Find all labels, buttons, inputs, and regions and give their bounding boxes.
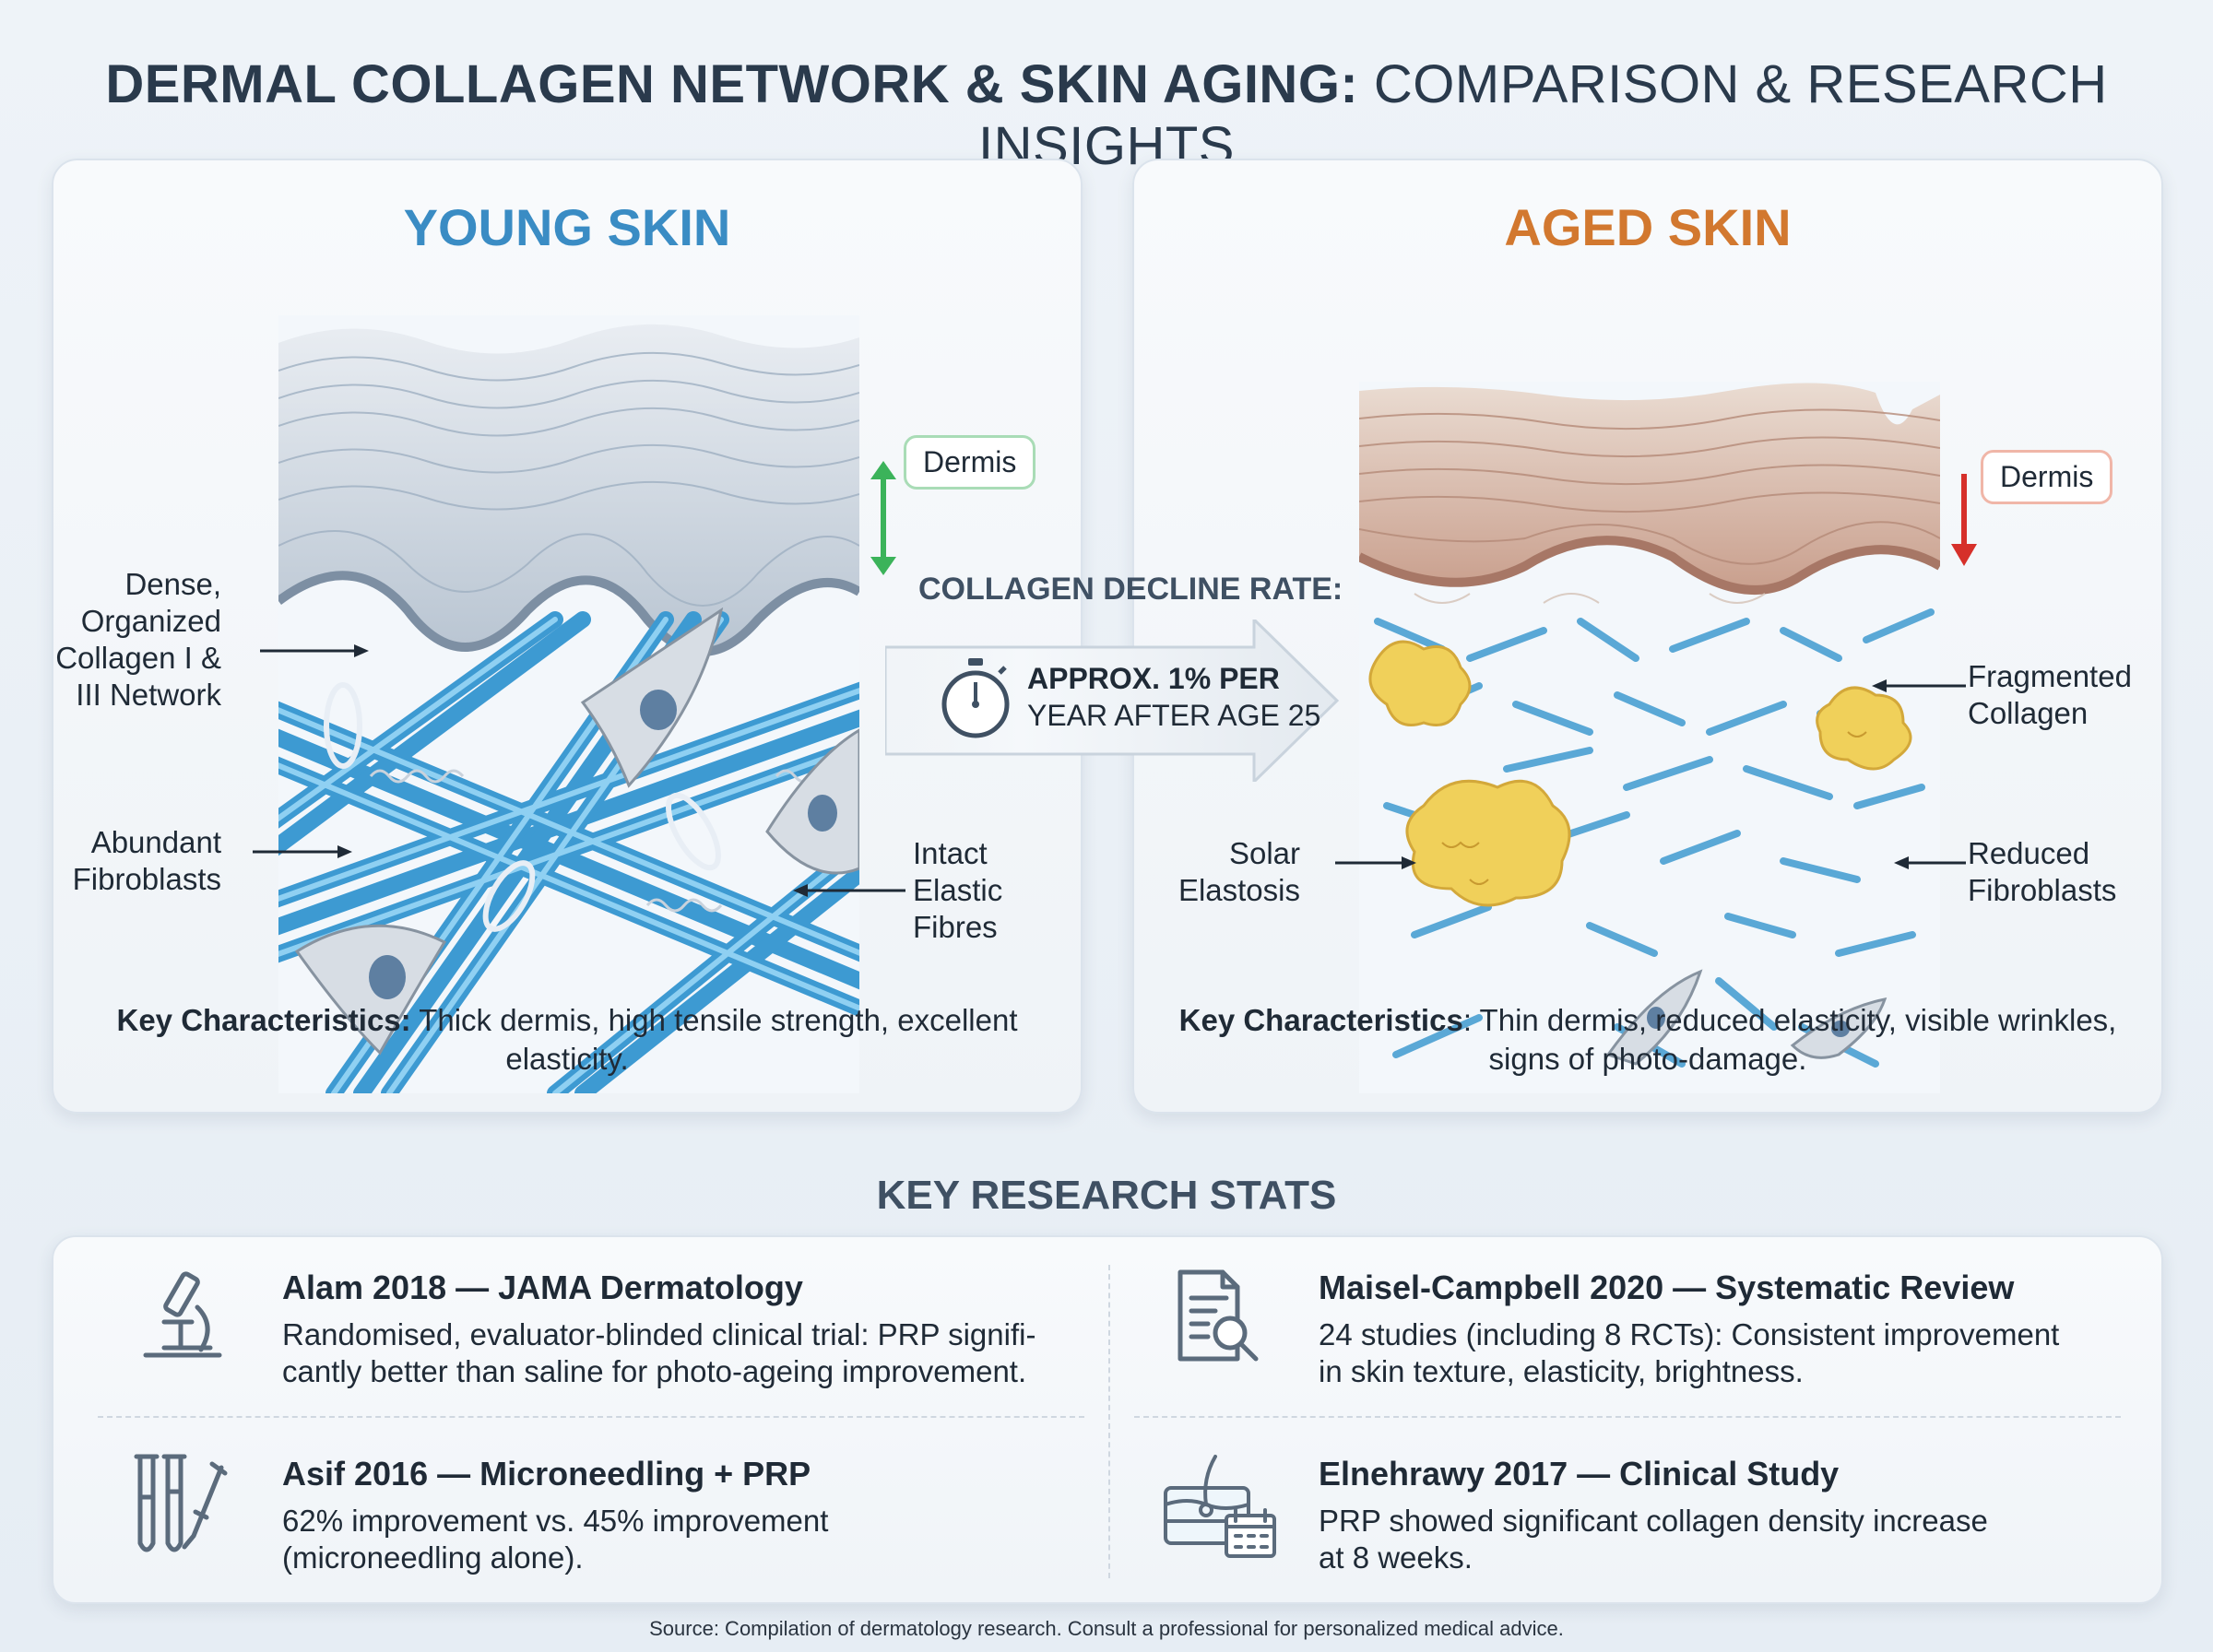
- stat-title: Asif 2016 — Microneedling + PRP: [282, 1455, 811, 1493]
- skin-calendar-icon: [1164, 1455, 1276, 1558]
- title-light: COMPARISON & RESEARCH INSIGHTS: [978, 54, 2108, 176]
- page-title: DERMAL COLLAGEN NETWORK & SKIN AGING: CO…: [0, 53, 2213, 177]
- label-reduced-fibroblasts: Reduced Fibroblasts: [1968, 836, 2117, 907]
- aged-key-characteristics: Key Characteristics: Thin dermis, reduce…: [1171, 1001, 2124, 1079]
- label-elastic-fibres: Intact Elastic Fibres: [913, 836, 1003, 944]
- young-key-characteristics: Key Characteristics: Thick dermis, high …: [90, 1001, 1044, 1079]
- dermis-thinning-arrow-icon: [1951, 474, 1977, 566]
- title-strong: DERMAL COLLAGEN NETWORK & SKIN AGING:: [105, 54, 1359, 114]
- stat-title: Elnehrawy 2017 — Clinical Study: [1319, 1455, 1840, 1493]
- young-skin-illustration: [278, 315, 859, 1093]
- stat-body: 24 studies (including 8 RCTs): Consisten…: [1319, 1317, 2060, 1388]
- stat-title: Maisel-Campbell 2020 — Systematic Review: [1319, 1268, 2015, 1306]
- document-search-icon: [1178, 1269, 1259, 1362]
- test-tubes-icon: [134, 1454, 228, 1552]
- aged-skin-panel: AGED SKIN: [1132, 159, 2163, 1114]
- aged-skin-title: AGED SKIN: [1504, 198, 1792, 256]
- young-key-text: Thick dermis, high tensile strength, exc…: [410, 1003, 1018, 1076]
- young-skin-panel: YOUNG SKIN: [52, 159, 1083, 1114]
- aged-key-text: : Thin dermis, reduced elasticity, visib…: [1462, 1003, 2117, 1076]
- stat-maisel-campbell-2020: Maisel-Campbell 2020 — Systematic Review…: [1319, 1268, 2130, 1390]
- arrow-solar-icon: [1335, 856, 1416, 869]
- young-key-label: Key Characteristics:: [116, 1003, 411, 1037]
- research-stats-title: KEY RESEARCH STATS: [876, 1173, 1337, 1218]
- decline-line2: YEAR AFTER AGE 25: [1027, 699, 1321, 732]
- divider: [1134, 1416, 2121, 1418]
- reduced-fibroblast-cells: [1605, 969, 1888, 1066]
- stopwatch-icon: [941, 658, 1010, 738]
- stat-body: Randomised, evaluator-blinded clinical t…: [282, 1317, 1036, 1388]
- aged-key-label: Key Characteristics: [1178, 1003, 1463, 1037]
- dermis-thickness-arrow-icon: [870, 461, 896, 575]
- aged-dermis-tag: Dermis: [1981, 450, 2113, 504]
- stat-title: Alam 2018 — JAMA Dermatology: [282, 1268, 803, 1306]
- decline-rate-text: APPROX. 1% PER YEAR AFTER AGE 25: [1027, 660, 1320, 734]
- stat-body: PRP showed significant collagen density …: [1319, 1504, 1988, 1575]
- arrow-fragmented-icon: [1872, 679, 1966, 692]
- divider: [1108, 1265, 1110, 1578]
- collagen-decline-title: COLLAGEN DECLINE RATE:: [918, 572, 1343, 607]
- young-skin-title: YOUNG SKIN: [403, 198, 731, 256]
- fibroblast-cells: [294, 607, 859, 1056]
- research-stats-panel: Alam 2018 — JAMA Dermatology Randomised,…: [52, 1235, 2163, 1604]
- arrow-dense-collagen-icon: [260, 644, 369, 657]
- divider: [98, 1416, 1084, 1418]
- arrow-reduced-icon: [1894, 856, 1966, 869]
- arrow-elastic-icon: [793, 884, 905, 897]
- young-dermis-tag: Dermis: [904, 435, 1036, 490]
- decline-arrow-icon: [885, 620, 1340, 782]
- stat-alam-2018: Alam 2018 — JAMA Dermatology Randomised,…: [282, 1268, 1094, 1390]
- label-abundant-fibroblasts: Abundant Fibroblasts: [72, 825, 221, 896]
- label-dense-collagen: Dense, Organized Collagen I & III Networ…: [55, 567, 221, 712]
- label-solar-elastosis: Solar Elastosis: [1178, 836, 1300, 907]
- decline-line1: APPROX. 1% PER: [1027, 662, 1280, 695]
- aged-skin-illustration: [1359, 382, 1940, 1093]
- stat-asif-2016: Asif 2016 — Microneedling + PRP 62% impr…: [282, 1455, 1094, 1576]
- label-fragmented-collagen: Fragmented Collagen: [1968, 659, 2132, 730]
- arrow-fibroblasts-icon: [253, 845, 352, 858]
- microscope-icon: [143, 1271, 222, 1358]
- source-note: Source: Compilation of dermatology resea…: [649, 1617, 1564, 1640]
- stat-elnehrawy-2017: Elnehrawy 2017 — Clinical Study PRP show…: [1319, 1455, 2130, 1576]
- stat-body: 62% improvement vs. 45% improvement (mic…: [282, 1504, 829, 1575]
